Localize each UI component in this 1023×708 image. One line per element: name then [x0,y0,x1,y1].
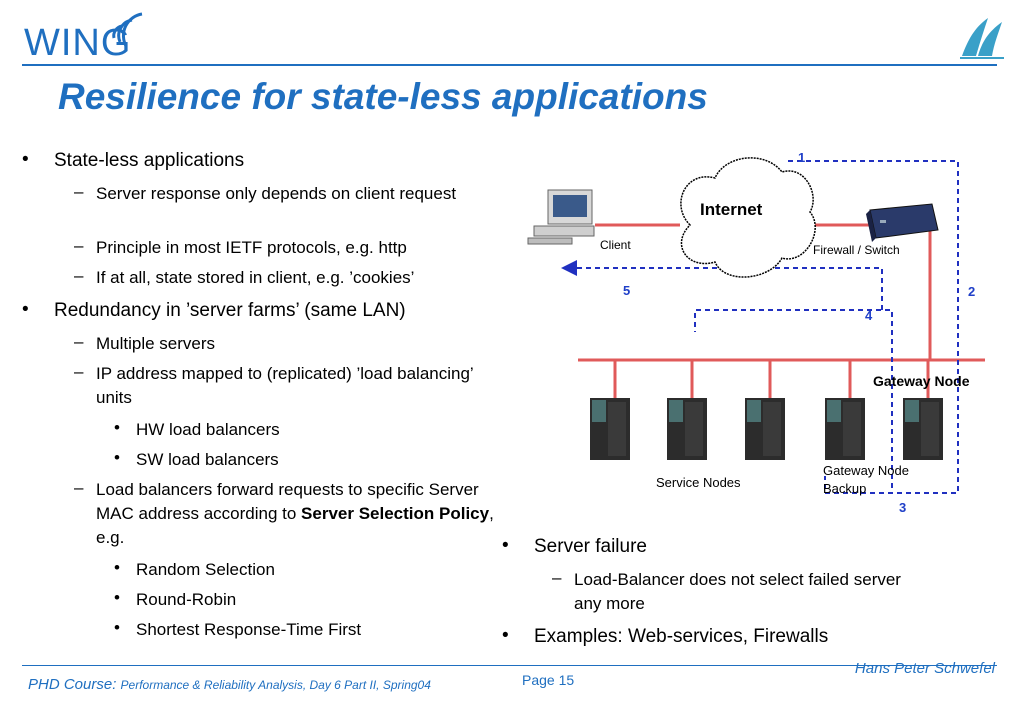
bullet-marker: • [502,625,509,646]
wing-logo-waves-icon [112,12,143,47]
firewall-label: Firewall / Switch [813,243,900,257]
forward-path [694,309,893,494]
bullet-marker: • [502,535,509,556]
list-item-bold-text: Server Selection Policy [301,504,490,523]
bullet-marker: – [74,182,84,201]
list-item: Round-Robin [136,590,237,609]
footer-divider [22,665,997,666]
step-number: 3 [899,500,907,515]
bullet-marker: – [74,362,84,381]
list-item-text: , e.g. [96,504,494,547]
network-diagram-canvas [527,157,985,494]
list-item: Random Selection [136,560,275,579]
bullet-marker: • [22,299,29,320]
internet-label: Internet [700,200,763,219]
bullet-marker: – [552,568,562,587]
list-item: Server response only depends on client r… [96,184,457,203]
list-item: Shortest Response-Time First [136,620,362,639]
bullet-marker: – [74,478,84,497]
client-pc-icon [527,189,595,245]
list-item: Load-Balancer does not select failed ser… [574,570,901,613]
list-item: Multiple servers [96,334,216,353]
bullet-marker: • [114,618,120,637]
wing-logo-text: WING [24,22,132,64]
bullet-marker: • [114,448,120,467]
wing-logo [22,8,162,64]
step-number: 5 [623,283,631,298]
bullet-marker: – [74,236,84,255]
service-nodes-label: Service Nodes [656,475,741,490]
list-item: If at all, state stored in client, e.g. … [96,268,415,287]
step-number: 4 [865,308,873,323]
list-item: Load balancers forward requests to speci… [96,478,511,550]
bullet-marker: • [114,558,120,577]
footer-course-label: PHD Course: [28,676,117,693]
footer-course-detail: Performance & Reliability Analysis, Day … [120,678,431,692]
list-item: SW load balancers [136,450,279,469]
list-item: Server failure [534,536,647,557]
footer-author: Hans Peter Schwefel [854,660,995,677]
service-node-icon [667,398,707,460]
gateway-backup-label: Gateway Node [823,463,909,478]
firewall-switch-icon [866,203,939,242]
header-divider [22,64,997,66]
gateway-backup-server-icon [825,398,865,460]
response-path [561,260,883,310]
client-label: Client [600,238,631,252]
bullet-marker: • [114,588,120,607]
list-item: Examples: Web-services, Firewalls [534,626,829,647]
network-diagram: Internet Client Firewall / Switch Gatewa… [520,150,1010,520]
bullet-marker: – [74,266,84,285]
list-item: HW load balancers [136,420,280,439]
bullet-marker: • [22,149,29,170]
step-number: 2 [968,284,976,299]
list-item: Redundancy in ’server farms’ (same LAN) [54,300,406,321]
list-item: State-less applications [54,150,245,171]
gateway-backup-label: Backup [823,481,867,496]
list-item: IP address mapped to (replicated) ’load … [96,364,474,407]
request-path [788,160,959,494]
service-node-icon [745,398,785,460]
university-logo-icon [958,10,1006,60]
footer-course: PHD Course: Performance & Reliability An… [28,676,431,693]
gateway-server-icon [903,398,943,460]
gateway-node-label: Gateway Node [873,373,970,389]
internet-cloud-icon [680,157,816,278]
bullet-marker: • [114,418,120,437]
step-number: 1 [798,150,806,165]
service-node-icon [590,398,630,460]
list-item: Principle in most IETF protocols, e.g. h… [96,238,407,257]
page-number: Page 15 [522,672,575,688]
page-title: Resilience for state-less applications [58,76,708,117]
list-item-text: Load balancers forward requests to speci… [96,480,479,523]
bullet-marker: – [74,332,84,351]
